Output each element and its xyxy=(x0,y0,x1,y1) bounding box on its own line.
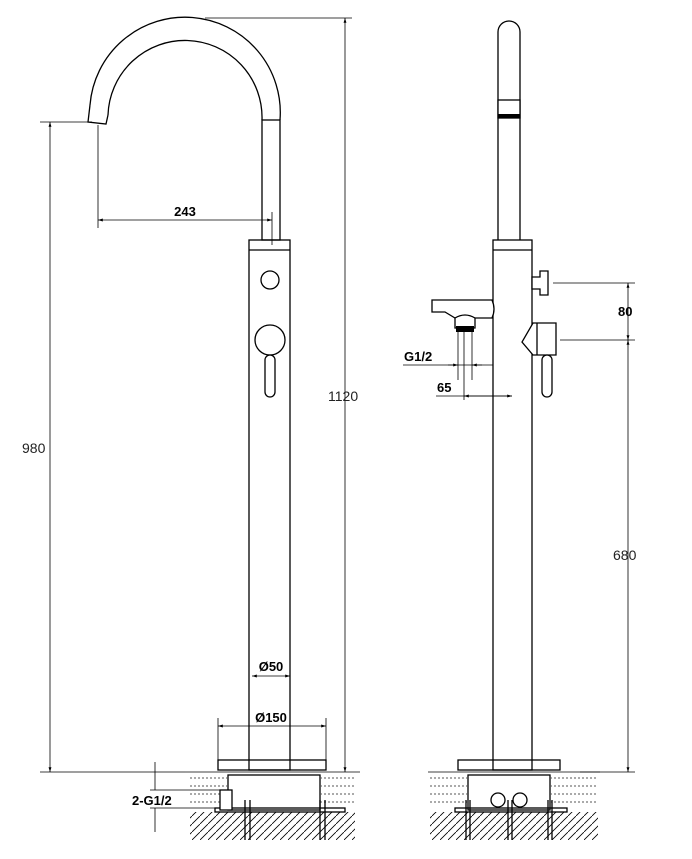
dim-hand-shower-offset: 65 xyxy=(437,380,451,395)
dim-spout-reach: 243 xyxy=(174,204,196,219)
lever-side xyxy=(541,354,553,398)
mixer-handle xyxy=(254,324,286,356)
mounting-box xyxy=(227,774,321,811)
dim-hand-shower-thread: G1/2 xyxy=(404,349,432,364)
hand-shower-holder xyxy=(431,299,495,319)
mixer-handle-side xyxy=(521,322,557,356)
front-view: 243 980 1120 Ø50 Ø150 2-G1/2 xyxy=(22,16,360,840)
spout-outlet xyxy=(87,104,109,125)
gooseneck-spout xyxy=(89,16,281,121)
dim-inlets: 2-G1/2 xyxy=(132,793,172,808)
small-valve xyxy=(531,270,549,296)
base-plate xyxy=(217,759,327,771)
column-side xyxy=(492,239,533,771)
dim-column-diameter: Ø50 xyxy=(259,659,284,674)
dim-handle-height: 680 xyxy=(613,547,637,563)
lever xyxy=(264,354,276,398)
spout-side xyxy=(497,20,521,240)
dim-base-diameter: Ø150 xyxy=(255,710,287,725)
inlet-connector xyxy=(219,789,233,811)
dim-total-height: 1120 xyxy=(328,388,358,404)
floor-hatch xyxy=(190,812,355,840)
small-knob xyxy=(260,270,280,290)
upper-pipe xyxy=(261,119,281,241)
dim-handle-spacing: 80 xyxy=(618,304,632,319)
dim-outlet-height: 980 xyxy=(22,440,46,456)
column-body xyxy=(248,239,291,771)
side-view: 80 680 G1/2 65 xyxy=(403,20,637,840)
